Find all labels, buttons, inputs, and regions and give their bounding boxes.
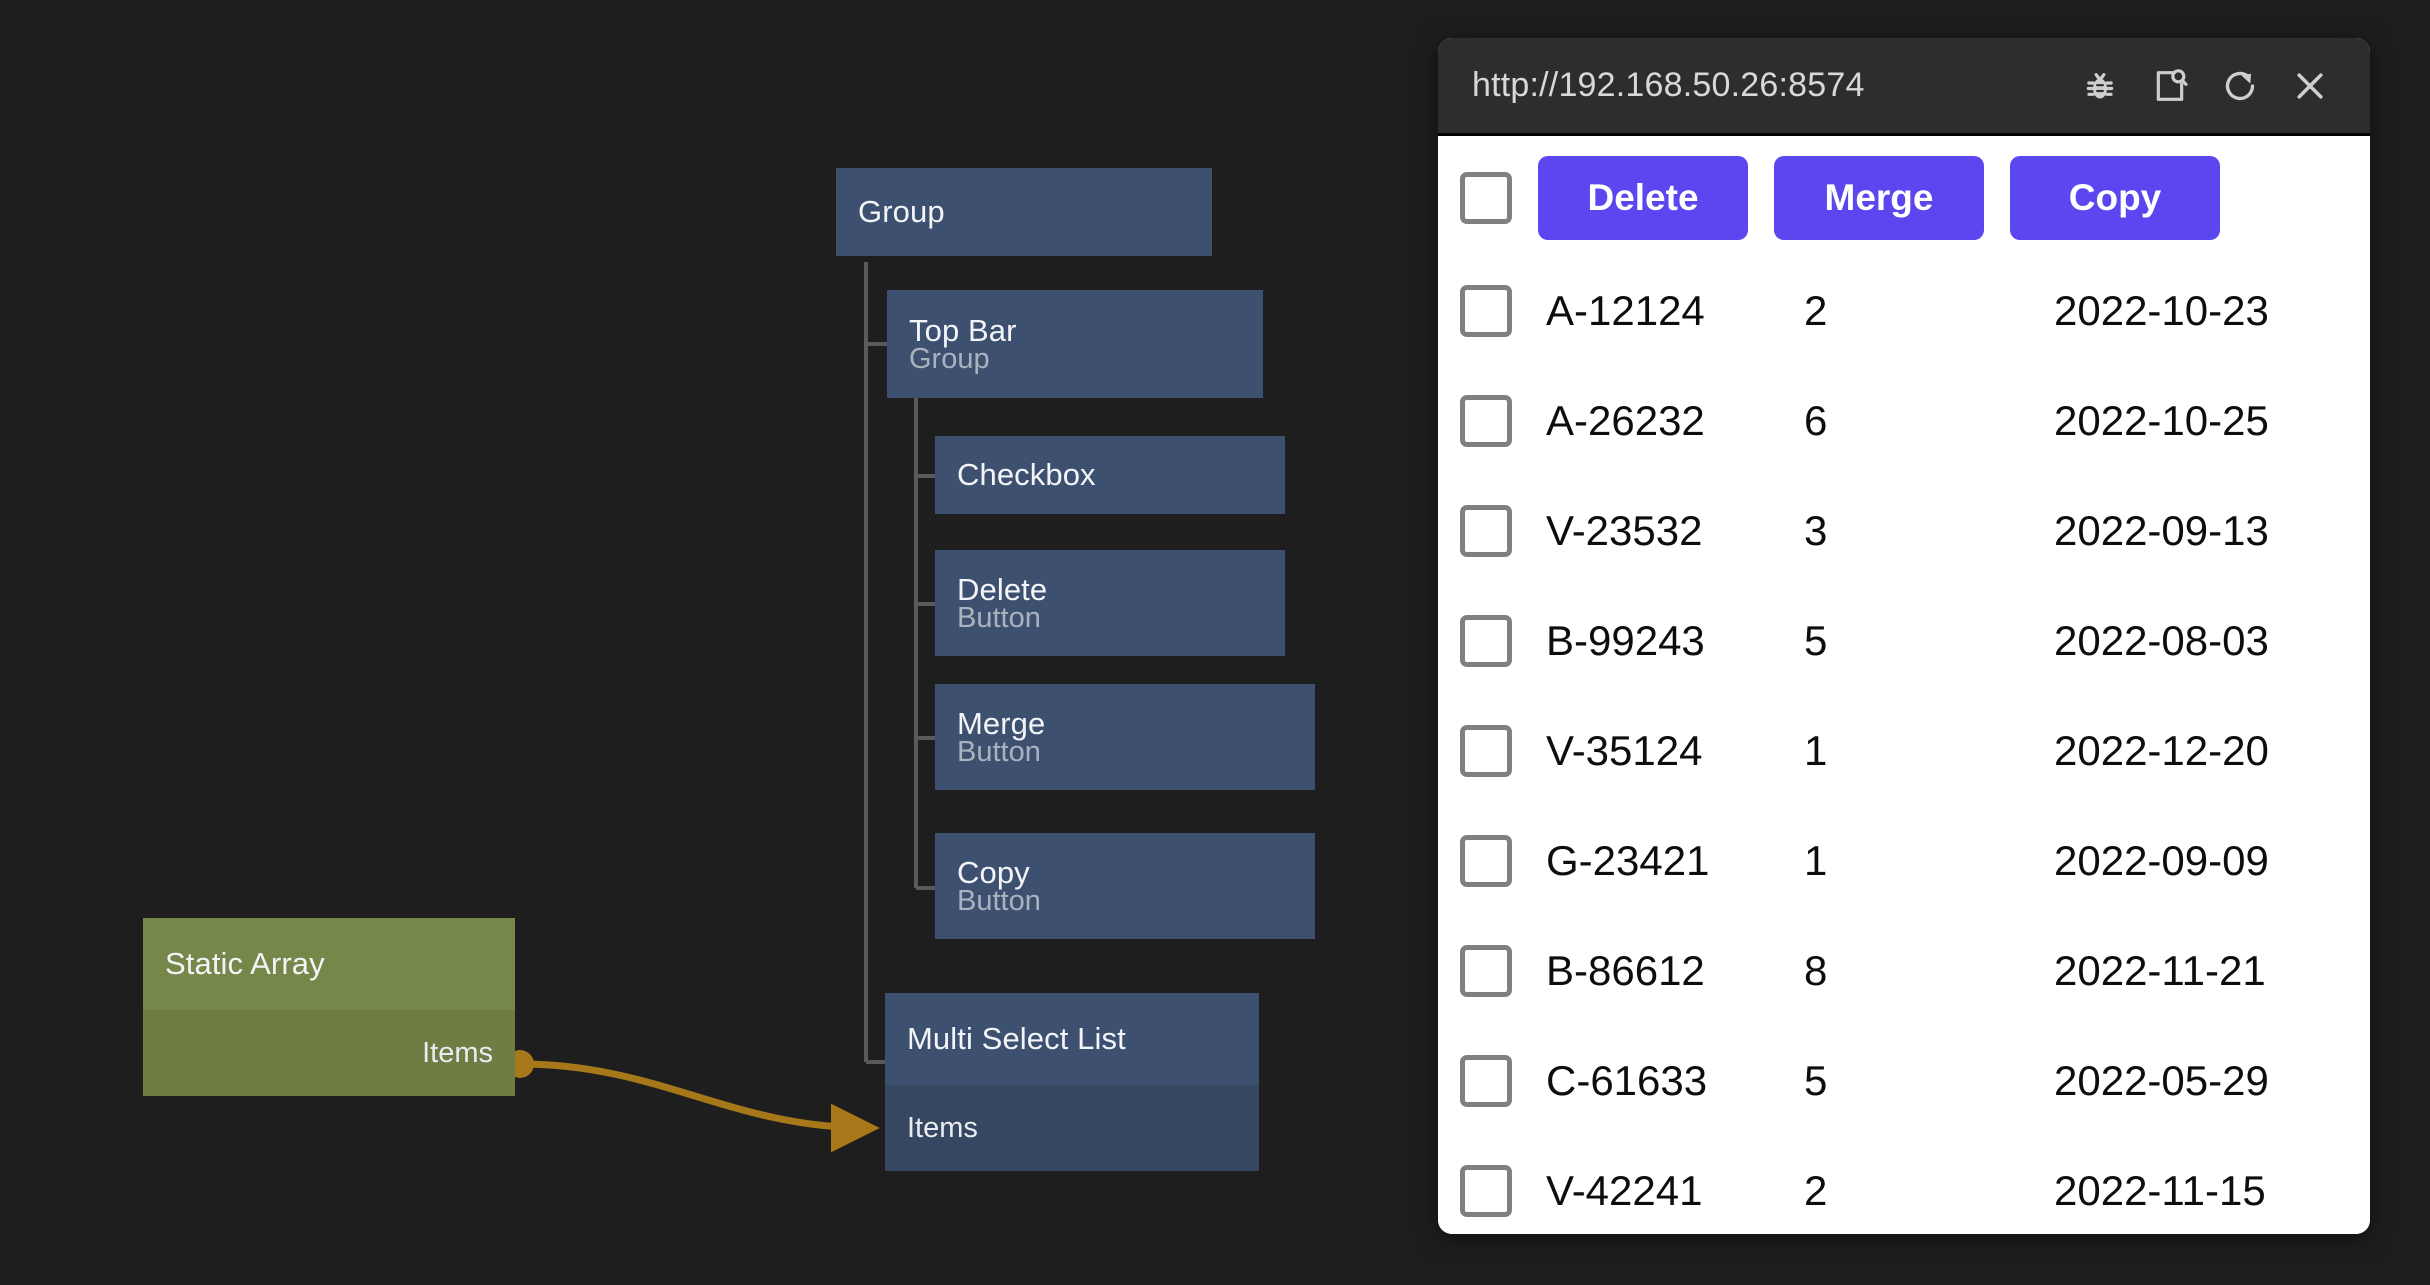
- cell-date: 2022-10-25: [2054, 397, 2269, 444]
- row-checkbox[interactable]: [1460, 1055, 1512, 1107]
- node-title: Copy: [957, 854, 1030, 890]
- node-title: Checkbox: [957, 457, 1096, 492]
- cell-id: C-61633: [1546, 1057, 1708, 1104]
- node-title: Top Bar: [909, 312, 1017, 348]
- row-checkbox[interactable]: [1460, 725, 1512, 777]
- node-subtitle: Group: [909, 342, 990, 375]
- merge-button[interactable]: Merge: [1774, 156, 1984, 240]
- cell-id: V-35124: [1546, 727, 1703, 774]
- cell-quantity: 6: [1804, 397, 1828, 444]
- panel-title-bar: http://192.168.50.26:8574: [1438, 38, 2370, 136]
- node-title: Multi Select List: [907, 1021, 1126, 1056]
- node-group[interactable]: Group: [836, 168, 1212, 256]
- delete-button[interactable]: Delete: [1538, 156, 1748, 240]
- node-top-bar[interactable]: Top Bar Group: [887, 290, 1263, 398]
- table-row[interactable]: C-61633 5 2022-05-29: [1438, 1026, 2370, 1136]
- table-row[interactable]: G-23421 1 2022-09-09: [1438, 806, 2370, 916]
- node-title: Delete: [957, 571, 1048, 607]
- node-title: Static Array: [165, 946, 325, 981]
- reload-icon[interactable]: [2208, 54, 2272, 118]
- close-icon[interactable]: [2278, 54, 2342, 118]
- node-static-array[interactable]: Static Array Items: [143, 918, 515, 1096]
- cell-quantity: 3: [1804, 507, 1828, 554]
- url-text[interactable]: http://192.168.50.26:8574: [1472, 66, 1865, 104]
- row-checkbox[interactable]: [1460, 835, 1512, 887]
- table-row[interactable]: B-99243 5 2022-08-03: [1438, 586, 2370, 696]
- row-checkbox[interactable]: [1460, 395, 1512, 447]
- cell-quantity: 1: [1804, 727, 1828, 774]
- table-row[interactable]: V-35124 1 2022-12-20: [1438, 696, 2370, 806]
- cell-id: V-42241: [1546, 1167, 1703, 1214]
- node-subtitle: Button: [957, 601, 1041, 634]
- node-subtitle: Button: [957, 884, 1041, 917]
- select-all-checkbox[interactable]: [1460, 172, 1512, 224]
- node-title: Merge: [957, 705, 1046, 741]
- table-row[interactable]: B-86612 8 2022-11-21: [1438, 916, 2370, 1026]
- cell-quantity: 1: [1804, 837, 1828, 884]
- cell-id: B-99243: [1546, 617, 1705, 664]
- node-copy-button[interactable]: Copy Button: [935, 833, 1315, 939]
- cell-quantity: 5: [1804, 617, 1828, 664]
- row-checkbox[interactable]: [1460, 505, 1512, 557]
- row-checkbox[interactable]: [1460, 1165, 1512, 1217]
- row-checkbox[interactable]: [1460, 945, 1512, 997]
- table-row[interactable]: A-12124 2 2022-10-23: [1438, 256, 2370, 366]
- table-row[interactable]: V-42241 2 2022-11-15: [1438, 1136, 2370, 1234]
- node-multi-select-list[interactable]: Multi Select List Items: [885, 993, 1259, 1171]
- cell-date: 2022-05-29: [2054, 1057, 2269, 1104]
- table-row[interactable]: A-26232 6 2022-10-25: [1438, 366, 2370, 476]
- node-port-items-out[interactable]: Items: [143, 1010, 515, 1096]
- node-title: Group: [858, 194, 945, 229]
- cell-date: 2022-12-20: [2054, 727, 2269, 774]
- cell-id: V-23532: [1546, 507, 1703, 554]
- cell-date: 2022-09-13: [2054, 507, 2269, 554]
- table-row[interactable]: V-23532 3 2022-09-13: [1438, 476, 2370, 586]
- cell-id: B-86612: [1546, 947, 1705, 994]
- cell-id: A-26232: [1546, 397, 1705, 444]
- browser-preview-panel: http://192.168.50.26:8574: [1438, 38, 2370, 1234]
- node-port-items-in[interactable]: Items: [885, 1085, 1259, 1171]
- cell-quantity: 2: [1804, 1167, 1828, 1214]
- row-checkbox[interactable]: [1460, 285, 1512, 337]
- cell-quantity: 2: [1804, 287, 1828, 334]
- cell-date: 2022-11-15: [2054, 1167, 2266, 1214]
- bug-icon[interactable]: [2068, 54, 2132, 118]
- cell-quantity: 5: [1804, 1057, 1828, 1104]
- cell-date: 2022-11-21: [2054, 947, 2266, 994]
- inspect-icon[interactable]: [2138, 54, 2202, 118]
- node-checkbox[interactable]: Checkbox: [935, 436, 1285, 514]
- cell-date: 2022-10-23: [2054, 287, 2269, 334]
- cell-quantity: 8: [1804, 947, 1828, 994]
- cell-date: 2022-09-09: [2054, 837, 2269, 884]
- node-subtitle: Button: [957, 735, 1041, 768]
- cell-id: A-12124: [1546, 287, 1705, 334]
- table-toolbar: Delete Merge Copy: [1438, 136, 2370, 256]
- copy-button[interactable]: Copy: [2010, 156, 2220, 240]
- node-delete-button[interactable]: Delete Button: [935, 550, 1285, 656]
- cell-id: G-23421: [1546, 837, 1710, 884]
- row-checkbox[interactable]: [1460, 615, 1512, 667]
- node-merge-button[interactable]: Merge Button: [935, 684, 1315, 790]
- cell-date: 2022-08-03: [2054, 617, 2269, 664]
